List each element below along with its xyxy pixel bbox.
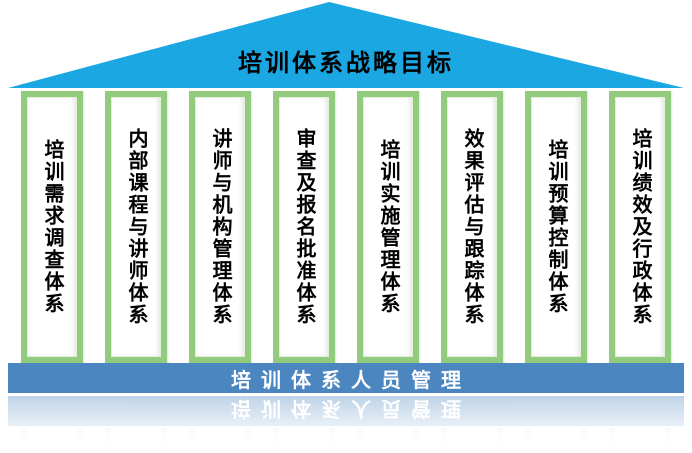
pillar-performance-admin: 培训绩效及行政体系 — [609, 91, 671, 363]
pillar-implementation-management: 培训实施管理体系 — [357, 91, 419, 363]
pillar-label: 培训预算控制体系 — [545, 139, 567, 315]
roof-title: 培训体系战略目标 — [238, 51, 454, 77]
reflection-fade — [8, 396, 684, 451]
pillar-label: 培训绩效及行政体系 — [629, 128, 651, 326]
roof-triangle: 培训体系战略目标 — [8, 2, 684, 88]
pillar-label: 培训需求调查体系 — [41, 139, 63, 315]
pillar-internal-courses: 内部课程与讲师体系 — [105, 91, 167, 363]
pillar-label: 效果评估与跟踪体系 — [461, 128, 483, 326]
pillars-row: 培训需求调查体系 内部课程与讲师体系 讲师与机构管理体系 审查及报名批准体系 培… — [0, 91, 692, 363]
pillar-label: 讲师与机构管理体系 — [209, 128, 231, 326]
pillar-label: 内部课程与讲师体系 — [125, 128, 147, 326]
pillar-review-approval: 审查及报名批准体系 — [273, 91, 335, 363]
pillar-lecturer-management: 讲师与机构管理体系 — [189, 91, 251, 363]
reflection: 培训体系人员管理 — [8, 396, 684, 451]
base-bar-label: 培训体系人员管理 — [231, 369, 471, 392]
pillar-label: 培训实施管理体系 — [377, 139, 399, 315]
base-bar: 培训体系人员管理 — [8, 363, 684, 393]
pillar-budget-control: 培训预算控制体系 — [525, 91, 587, 363]
pillar-label: 审查及报名批准体系 — [293, 128, 315, 326]
pillar-training-needs: 培训需求调查体系 — [21, 91, 83, 363]
pillar-effect-evaluation: 效果评估与跟踪体系 — [441, 91, 503, 363]
